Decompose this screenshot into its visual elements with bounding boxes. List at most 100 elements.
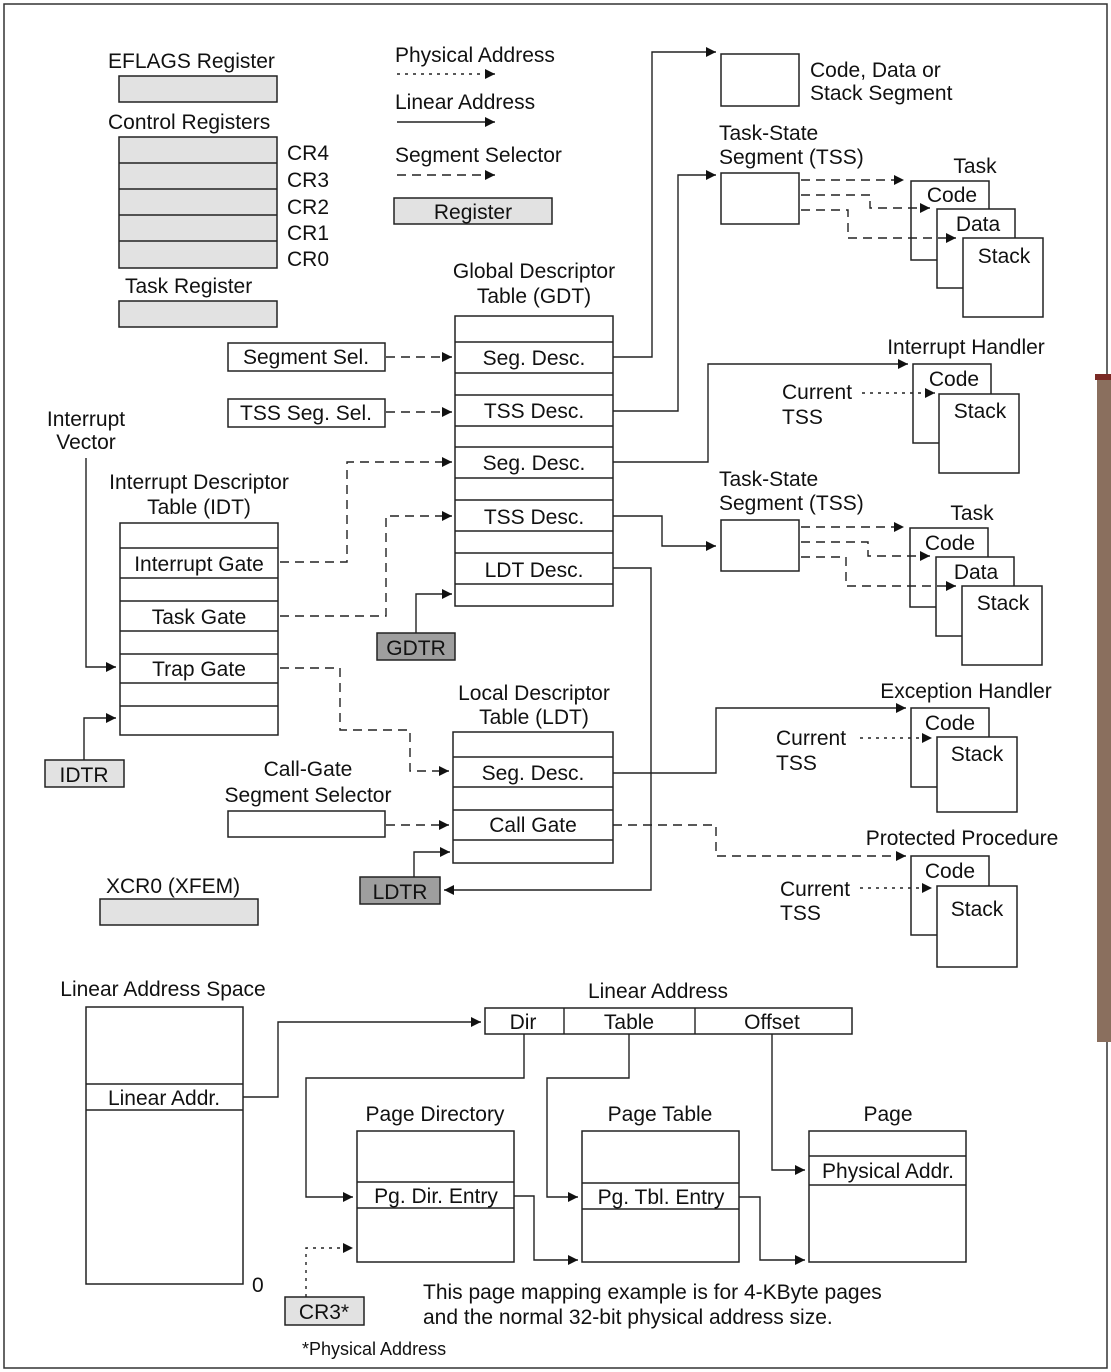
- exception-handler-label: Exception Handler: [880, 680, 1052, 703]
- idt-task-gate: Task Gate: [152, 606, 247, 629]
- gdt-ldt-desc: LDT Desc.: [485, 559, 584, 582]
- field-dir: Dir: [510, 1011, 537, 1034]
- exception-tss-label: TSS: [776, 752, 817, 775]
- linear-addr-arrow: [243, 1022, 481, 1097]
- gdt-tss-desc-1: TSS Desc.: [484, 400, 584, 423]
- interrupt-gate-link: [280, 462, 452, 562]
- zero-label: 0: [252, 1274, 264, 1297]
- ldt-title-line2: Table (LDT): [479, 706, 589, 729]
- cr0-label: CR0: [287, 248, 329, 271]
- segments-column: Code, Data or Stack Segment Task-State S…: [613, 52, 1058, 967]
- idt-interrupt-gate: Interrupt Gate: [134, 553, 264, 576]
- interrupt-tss-label: TSS: [782, 406, 823, 429]
- tss1-title-line2: Segment (TSS): [719, 146, 864, 169]
- seg-desc-to-segment: [613, 52, 716, 357]
- pg-dir-entry-to-page-table: [514, 1196, 578, 1260]
- gdt-title-line2: Table (GDT): [477, 285, 591, 308]
- gdt-tss-desc-2: TSS Desc.: [484, 506, 584, 529]
- page: [809, 1131, 966, 1262]
- task1-data-label: Data: [956, 213, 1001, 236]
- footnote: *Physical Address: [302, 1339, 446, 1359]
- page-directory-label: Page Directory: [366, 1103, 505, 1126]
- ldt: Local Descriptor Table (LDT) Seg. Desc. …: [360, 568, 651, 904]
- linear-address-space: [86, 1007, 243, 1284]
- interrupt-vector-line2: Vector: [56, 431, 116, 454]
- eflags-register: [119, 76, 277, 102]
- gdt-title-line1: Global Descriptor: [453, 260, 615, 283]
- eflags-label: EFLAGS Register: [108, 50, 275, 73]
- idt-title-line2: Table (IDT): [147, 496, 251, 519]
- offset-to-page: [772, 1034, 805, 1170]
- code-data-stack-segment: [721, 54, 799, 106]
- protected-tss-label: TSS: [780, 902, 821, 925]
- task1-code-label: Code: [927, 184, 977, 207]
- task-register: [119, 301, 277, 327]
- field-table: Table: [604, 1011, 654, 1034]
- call-gate-selector-box: [228, 811, 385, 837]
- pg-tbl-entry-to-page: [739, 1197, 805, 1260]
- page-label: Page: [863, 1103, 912, 1126]
- idtr-arrow: [84, 718, 116, 760]
- interrupt-handler-label: Interrupt Handler: [887, 336, 1045, 359]
- gdtr-arrow: [416, 594, 452, 633]
- protected-procedure-code-label: Code: [925, 860, 975, 883]
- cr2-label: CR2: [287, 196, 329, 219]
- legend-physical-address: Physical Address: [395, 44, 555, 67]
- tss1-box: [721, 173, 799, 224]
- seg-desc2-to-interrupt-handler: [613, 364, 908, 462]
- physical-addr-label: Physical Addr.: [822, 1160, 954, 1183]
- gdt-seg-desc-1: Seg. Desc.: [483, 347, 586, 370]
- paging: Linear Address Space Linear Addr. 0 Line…: [60, 978, 966, 1359]
- pg-dir-entry-label: Pg. Dir. Entry: [374, 1185, 498, 1208]
- exception-handler-code-label: Code: [925, 712, 975, 735]
- legend-linear-address: Linear Address: [395, 91, 535, 114]
- field-offset: Offset: [744, 1011, 800, 1034]
- task2-stack-label: Stack: [977, 592, 1030, 615]
- cr3-label: CR3: [287, 169, 329, 192]
- cr3-to-page-directory: [306, 1248, 353, 1297]
- legend-segment-selector: Segment Selector: [395, 144, 562, 167]
- background-photo-bar: [1095, 374, 1111, 380]
- control-registers-box: [119, 137, 277, 268]
- code-data-label-1: Code, Data or: [810, 59, 941, 82]
- idtr-label: IDTR: [60, 764, 109, 787]
- legend-register-label: Register: [434, 201, 512, 224]
- paging-note-line2: and the normal 32-bit physical address s…: [423, 1306, 833, 1329]
- control-registers-label: Control Registers: [108, 111, 270, 134]
- cr1-label: CR1: [287, 222, 329, 245]
- linear-address-space-label: Linear Address Space: [60, 978, 265, 1001]
- protected-current-label: Current: [780, 878, 850, 901]
- tss2-title-line2: Segment (TSS): [719, 492, 864, 515]
- tss2-title-line1: Task-State: [719, 468, 818, 491]
- gdt: Global Descriptor Table (GDT) Seg. Desc.…: [377, 260, 615, 660]
- cr3-label: CR3*: [299, 1301, 349, 1324]
- protected-procedure-label: Protected Procedure: [866, 827, 1059, 850]
- exception-handler-stack-label: Stack: [951, 743, 1004, 766]
- interrupt-current-label: Current: [782, 381, 852, 404]
- interrupt-vector-line1: Interrupt: [47, 408, 125, 431]
- ldt-seg-desc: Seg. Desc.: [482, 762, 585, 785]
- ldt-title-line1: Local Descriptor: [458, 682, 610, 705]
- ldtr-label: LDTR: [373, 881, 428, 904]
- tss1-title-line1: Task-State: [719, 122, 818, 145]
- ldtr-arrow: [414, 852, 450, 877]
- call-gate-label-1: Call-Gate: [264, 758, 353, 781]
- task2-code-label: Code: [925, 532, 975, 555]
- idt-title-line1: Interrupt Descriptor: [109, 471, 289, 494]
- linear-address-title: Linear Address: [588, 980, 728, 1003]
- tss-desc1-to-tss1: [613, 175, 716, 411]
- ldt-call-gate: Call Gate: [489, 814, 577, 837]
- linear-addr-label: Linear Addr.: [108, 1087, 220, 1110]
- xcr0-register: [100, 899, 258, 925]
- task2-data-label: Data: [954, 561, 999, 584]
- call-gate-label-2: Segment Selector: [225, 784, 392, 807]
- code-data-label-2: Stack Segment: [810, 82, 953, 105]
- call-gate-to-protected-procedure: [613, 825, 906, 856]
- background-photo-strip: [1097, 378, 1111, 1042]
- task1-label: Task: [953, 155, 997, 178]
- xcr0-label: XCR0 (XFEM): [106, 875, 240, 898]
- interrupt-handler-stack-label: Stack: [954, 400, 1007, 423]
- gdt-seg-desc-2: Seg. Desc.: [483, 452, 586, 475]
- ldt-table: [453, 732, 613, 863]
- trap-gate-link: [280, 668, 449, 771]
